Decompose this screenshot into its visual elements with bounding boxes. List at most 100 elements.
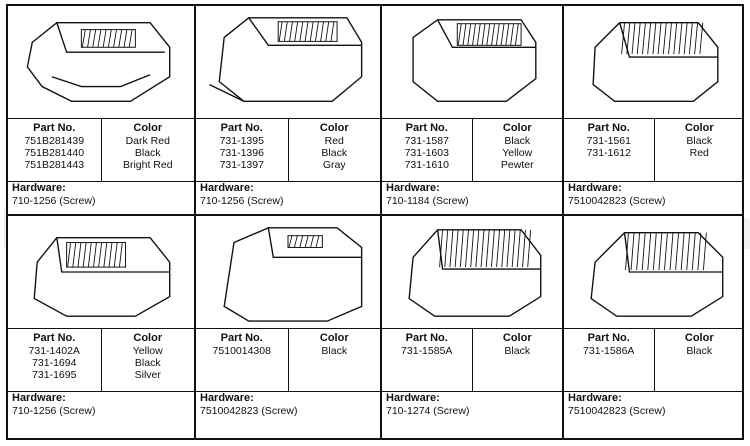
hardware-info: Hardware: 710-1256 (Screw) xyxy=(200,182,378,208)
shroud-drawing xyxy=(223,227,363,322)
shroud-drawing xyxy=(592,22,719,102)
part-color: Black xyxy=(134,147,161,159)
hardware-value: 710-1256 (Screw) xyxy=(12,195,96,207)
hardware-info: Hardware: 7510042823 (Screw) xyxy=(568,392,742,418)
part-number: 7510014308 xyxy=(212,345,271,357)
hardware-info: Hardware: 7510042823 (Screw) xyxy=(200,392,378,418)
part-color: Black xyxy=(686,345,713,357)
part-no-header: Part No. xyxy=(220,332,263,344)
part-number: 731-1587 xyxy=(404,135,449,147)
part-number: 731-1402A xyxy=(28,345,80,357)
color-header: Color xyxy=(133,332,163,344)
part-spec-table: Part No. 7510014308 Color Black xyxy=(196,328,380,392)
part-no-header: Part No. xyxy=(33,122,76,134)
part-image xyxy=(8,6,194,118)
part-color: Black xyxy=(686,135,713,147)
shroud-drawing xyxy=(33,236,171,317)
part-number: 731-1695 xyxy=(32,369,77,381)
hardware-info: Hardware: 710-1184 (Screw) xyxy=(386,182,560,208)
part-cell: Part No. 731-1585A Color Black Hardware:… xyxy=(382,216,564,440)
part-color: Black xyxy=(504,135,531,147)
part-no-header: Part No. xyxy=(405,122,448,134)
part-number: 751B281439 xyxy=(24,135,85,147)
part-color: Yellow xyxy=(502,147,533,159)
part-color: Dark Red xyxy=(125,135,170,147)
color-header: Color xyxy=(684,122,714,134)
hardware-value: 7510042823 (Screw) xyxy=(568,195,666,207)
hardware-value: 710-1256 (Screw) xyxy=(12,405,96,417)
part-number: 731-1397 xyxy=(219,159,264,171)
hardware-header: Hardware: xyxy=(386,392,440,404)
part-number: 731-1603 xyxy=(404,147,449,159)
hardware-info: Hardware: 710-1274 (Screw) xyxy=(386,392,560,418)
shroud-drawing xyxy=(408,229,542,317)
color-column: Color Black xyxy=(655,329,745,391)
hardware-header: Hardware: xyxy=(200,182,254,194)
hardware-header: Hardware: xyxy=(568,392,622,404)
part-spec-table: Part No. 731-1586A Color Black xyxy=(564,328,744,392)
shroud-drawing xyxy=(590,232,724,317)
part-number-column: Part No. 731-1586A xyxy=(564,329,655,391)
hardware-header: Hardware: xyxy=(12,392,66,404)
part-color: Black xyxy=(321,345,348,357)
color-header: Color xyxy=(319,122,349,134)
part-number: 751B281443 xyxy=(24,159,85,171)
part-image xyxy=(382,6,562,118)
part-no-header: Part No. xyxy=(220,122,263,134)
part-no-header: Part No. xyxy=(33,332,76,344)
part-image xyxy=(8,216,194,328)
part-cell: Part No. 731-1586A Color Black Hardware:… xyxy=(564,216,744,440)
shroud-drawing xyxy=(26,22,171,102)
hardware-value: 7510042823 (Screw) xyxy=(200,405,298,417)
part-number: 731-1612 xyxy=(586,147,631,159)
part-spec-table: Part No. 731-1585A Color Black xyxy=(382,328,562,392)
hardware-value: 710-1256 (Screw) xyxy=(200,195,284,207)
part-image xyxy=(196,6,380,118)
hardware-info: Hardware: 7510042823 (Screw) xyxy=(568,182,742,208)
part-color: Pewter xyxy=(500,159,534,171)
part-image xyxy=(196,216,380,328)
hardware-info: Hardware: 710-1256 (Screw) xyxy=(12,392,192,418)
part-image xyxy=(564,6,744,118)
hardware-value: 710-1274 (Screw) xyxy=(386,405,470,417)
part-no-header: Part No. xyxy=(405,332,448,344)
hardware-header: Hardware: xyxy=(568,182,622,194)
part-color: Black xyxy=(504,345,531,357)
part-image xyxy=(382,216,562,328)
part-number: 731-1694 xyxy=(32,357,77,369)
part-number-column: Part No. 731-1585A xyxy=(382,329,473,391)
part-color: Red xyxy=(689,147,709,159)
part-no-header: Part No. xyxy=(587,122,630,134)
hardware-header: Hardware: xyxy=(12,182,66,194)
part-color: Bright Red xyxy=(122,159,173,171)
part-cell: Part No. 7510014308 Color Black Hardware… xyxy=(196,216,382,440)
part-number: 731-1395 xyxy=(219,135,264,147)
part-color: Black xyxy=(134,357,161,369)
part-number: 751B281440 xyxy=(24,147,85,159)
hardware-header: Hardware: xyxy=(200,392,254,404)
part-color: Red xyxy=(324,135,344,147)
color-header: Color xyxy=(684,332,714,344)
part-color: Gray xyxy=(322,159,346,171)
color-column: Color Black xyxy=(289,329,381,391)
part-number: 731-1396 xyxy=(219,147,264,159)
color-header: Color xyxy=(319,332,349,344)
part-color: Black xyxy=(321,147,348,159)
color-header: Color xyxy=(502,332,532,344)
hardware-value: 7510042823 (Screw) xyxy=(568,405,666,417)
